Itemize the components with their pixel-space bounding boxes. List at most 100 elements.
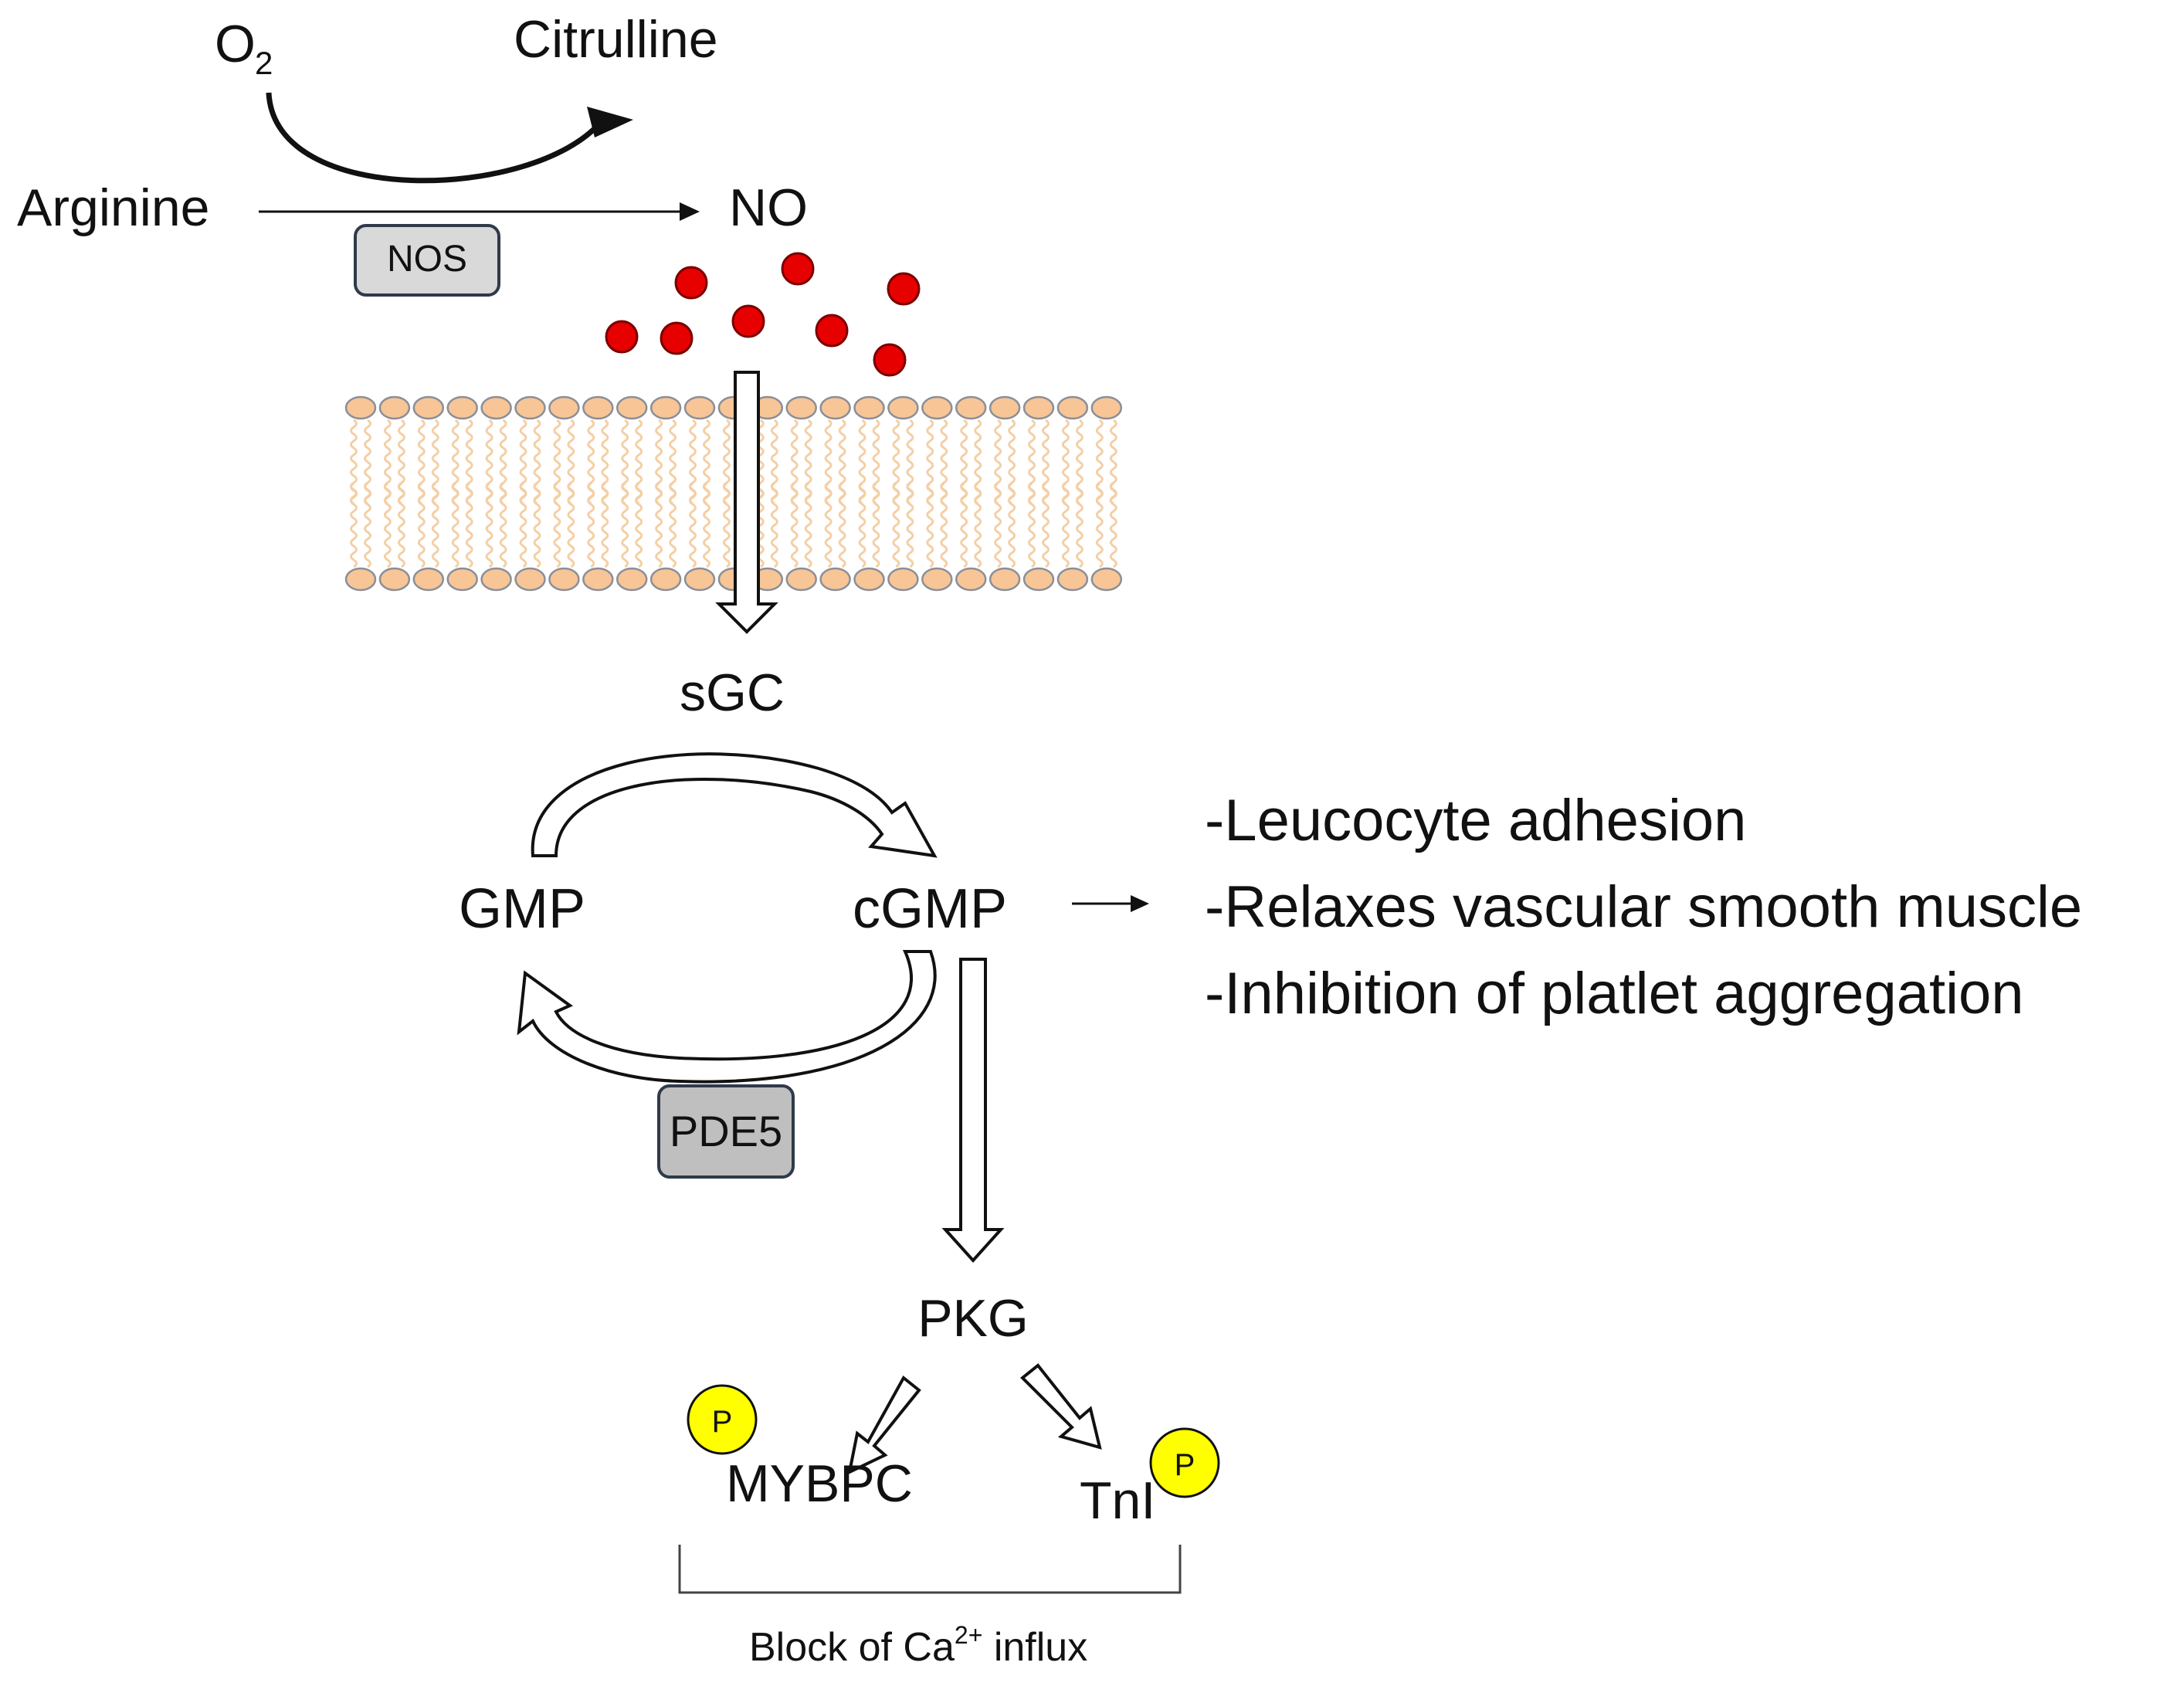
lipid-head: [378, 567, 411, 592]
effect-item: -Relaxes vascular smooth muscle: [1205, 874, 2082, 940]
mybpc-phosphate-icon: P: [687, 1384, 758, 1455]
lipid-head: [446, 567, 478, 592]
lipid-head: [378, 395, 411, 420]
lipid-tail: [722, 482, 731, 568]
lipid-tail: [906, 482, 914, 568]
lipid-tail: [567, 482, 575, 568]
lipid-head: [548, 567, 580, 592]
lipid-tail: [838, 482, 846, 568]
gmp-label: GMP: [459, 878, 585, 940]
lipid-tail: [1061, 482, 1070, 568]
no-label: NO: [729, 178, 808, 237]
lipid-tail: [1008, 482, 1016, 568]
lipid-tail: [485, 482, 493, 568]
lipid-head: [683, 567, 716, 592]
lipid-tail: [669, 482, 677, 568]
lipid-tail: [601, 482, 609, 568]
lipid-head: [446, 395, 478, 420]
lipid-head: [887, 567, 919, 592]
lipid-tail: [1042, 482, 1050, 568]
lipid-tail: [872, 482, 880, 568]
svg-text:P: P: [1175, 1448, 1195, 1482]
tni-phosphate-icon: P: [1149, 1427, 1220, 1498]
lipid-head: [1022, 567, 1055, 592]
lipid-head: [853, 567, 885, 592]
no-molecule-icon: [660, 321, 694, 355]
lipid-tail: [770, 482, 778, 568]
lipid-tail: [364, 482, 371, 568]
cgmp-to-effects-arrow: [1072, 895, 1149, 912]
o2-to-citrulline-arrow: [266, 92, 633, 184]
lipid-tail: [1075, 482, 1084, 568]
lipid-tail: [703, 482, 710, 568]
lipid-tail: [1095, 482, 1104, 568]
lipid-head: [412, 395, 445, 420]
lipid-head: [616, 567, 648, 592]
lipid-tail: [1028, 482, 1036, 568]
lipid-head: [1090, 567, 1123, 592]
arginine-label: Arginine: [17, 178, 210, 237]
lipid-head: [649, 567, 682, 592]
no-molecule-icon: [605, 320, 639, 354]
lipid-head: [344, 395, 377, 420]
lipid-tail: [974, 482, 982, 568]
no-molecules: [605, 252, 921, 377]
lipid-tail: [655, 482, 663, 568]
lipid-head: [344, 567, 377, 592]
bracket: [678, 1545, 1182, 1594]
no-molecule-icon: [781, 252, 815, 286]
lipid-head: [514, 567, 546, 592]
block-ca-influx-label: Block of Ca2+ influx: [749, 1621, 1087, 1670]
lipid-head: [989, 567, 1021, 592]
pkg-to-mybpc-hollow-arrow: [847, 1375, 921, 1475]
lipid-head: [785, 395, 817, 420]
lipid-head: [582, 395, 614, 420]
lipid-tail: [417, 482, 426, 568]
lipid-tail: [824, 482, 833, 568]
o2-label: O 2: [215, 15, 273, 81]
lipid-head: [514, 395, 546, 420]
lipid-tail: [994, 482, 1002, 568]
svg-text:P: P: [712, 1405, 733, 1439]
pkg-label: PKG: [917, 1289, 1029, 1348]
lipid-head: [480, 395, 512, 420]
cgmp-to-pkg-hollow-arrow: [941, 958, 1005, 1263]
mybpc-label: MYBPC: [726, 1454, 913, 1513]
lipid-head: [921, 567, 953, 592]
lipid-head: [853, 395, 885, 420]
lipid-head: [819, 395, 851, 420]
lipid-tail: [926, 482, 934, 568]
no-molecule-icon: [887, 272, 921, 306]
nos-enzyme-box: NOS: [354, 224, 500, 297]
svg-text:O: O: [215, 15, 256, 73]
cgmp-to-gmp-curved-arrow: [517, 950, 937, 1084]
lipid-head: [955, 567, 987, 592]
pde5-label: PDE5: [670, 1107, 782, 1155]
lipid-head: [785, 567, 817, 592]
lipid-tail: [635, 482, 643, 568]
lipid-head: [412, 567, 445, 592]
lipid-tail: [858, 482, 866, 568]
lipid-head: [582, 567, 614, 592]
lipid-head: [1056, 395, 1089, 420]
lipid-tail: [1109, 482, 1117, 568]
no-molecule-icon: [815, 314, 849, 348]
svg-text:Block of Ca2+ influx: Block of Ca2+ influx: [749, 1621, 1087, 1670]
cgmp-label: cGMP: [853, 878, 1007, 940]
lipid-tail: [892, 482, 900, 568]
lipid-tail: [383, 482, 392, 568]
lipid-head: [989, 395, 1021, 420]
lipid-tail: [621, 482, 629, 568]
lipid-tail: [960, 482, 968, 568]
lipid-tail: [689, 482, 697, 568]
lipid-head: [819, 567, 851, 592]
lipid-tail: [397, 482, 405, 568]
citrulline-label: Citrulline: [514, 10, 718, 69]
lipid-tail: [350, 482, 358, 568]
lipid-tail: [587, 482, 595, 568]
nos-label: NOS: [387, 239, 467, 280]
lipid-head: [887, 395, 919, 420]
lipid-tail: [499, 482, 507, 568]
lipid-tail: [790, 482, 799, 568]
